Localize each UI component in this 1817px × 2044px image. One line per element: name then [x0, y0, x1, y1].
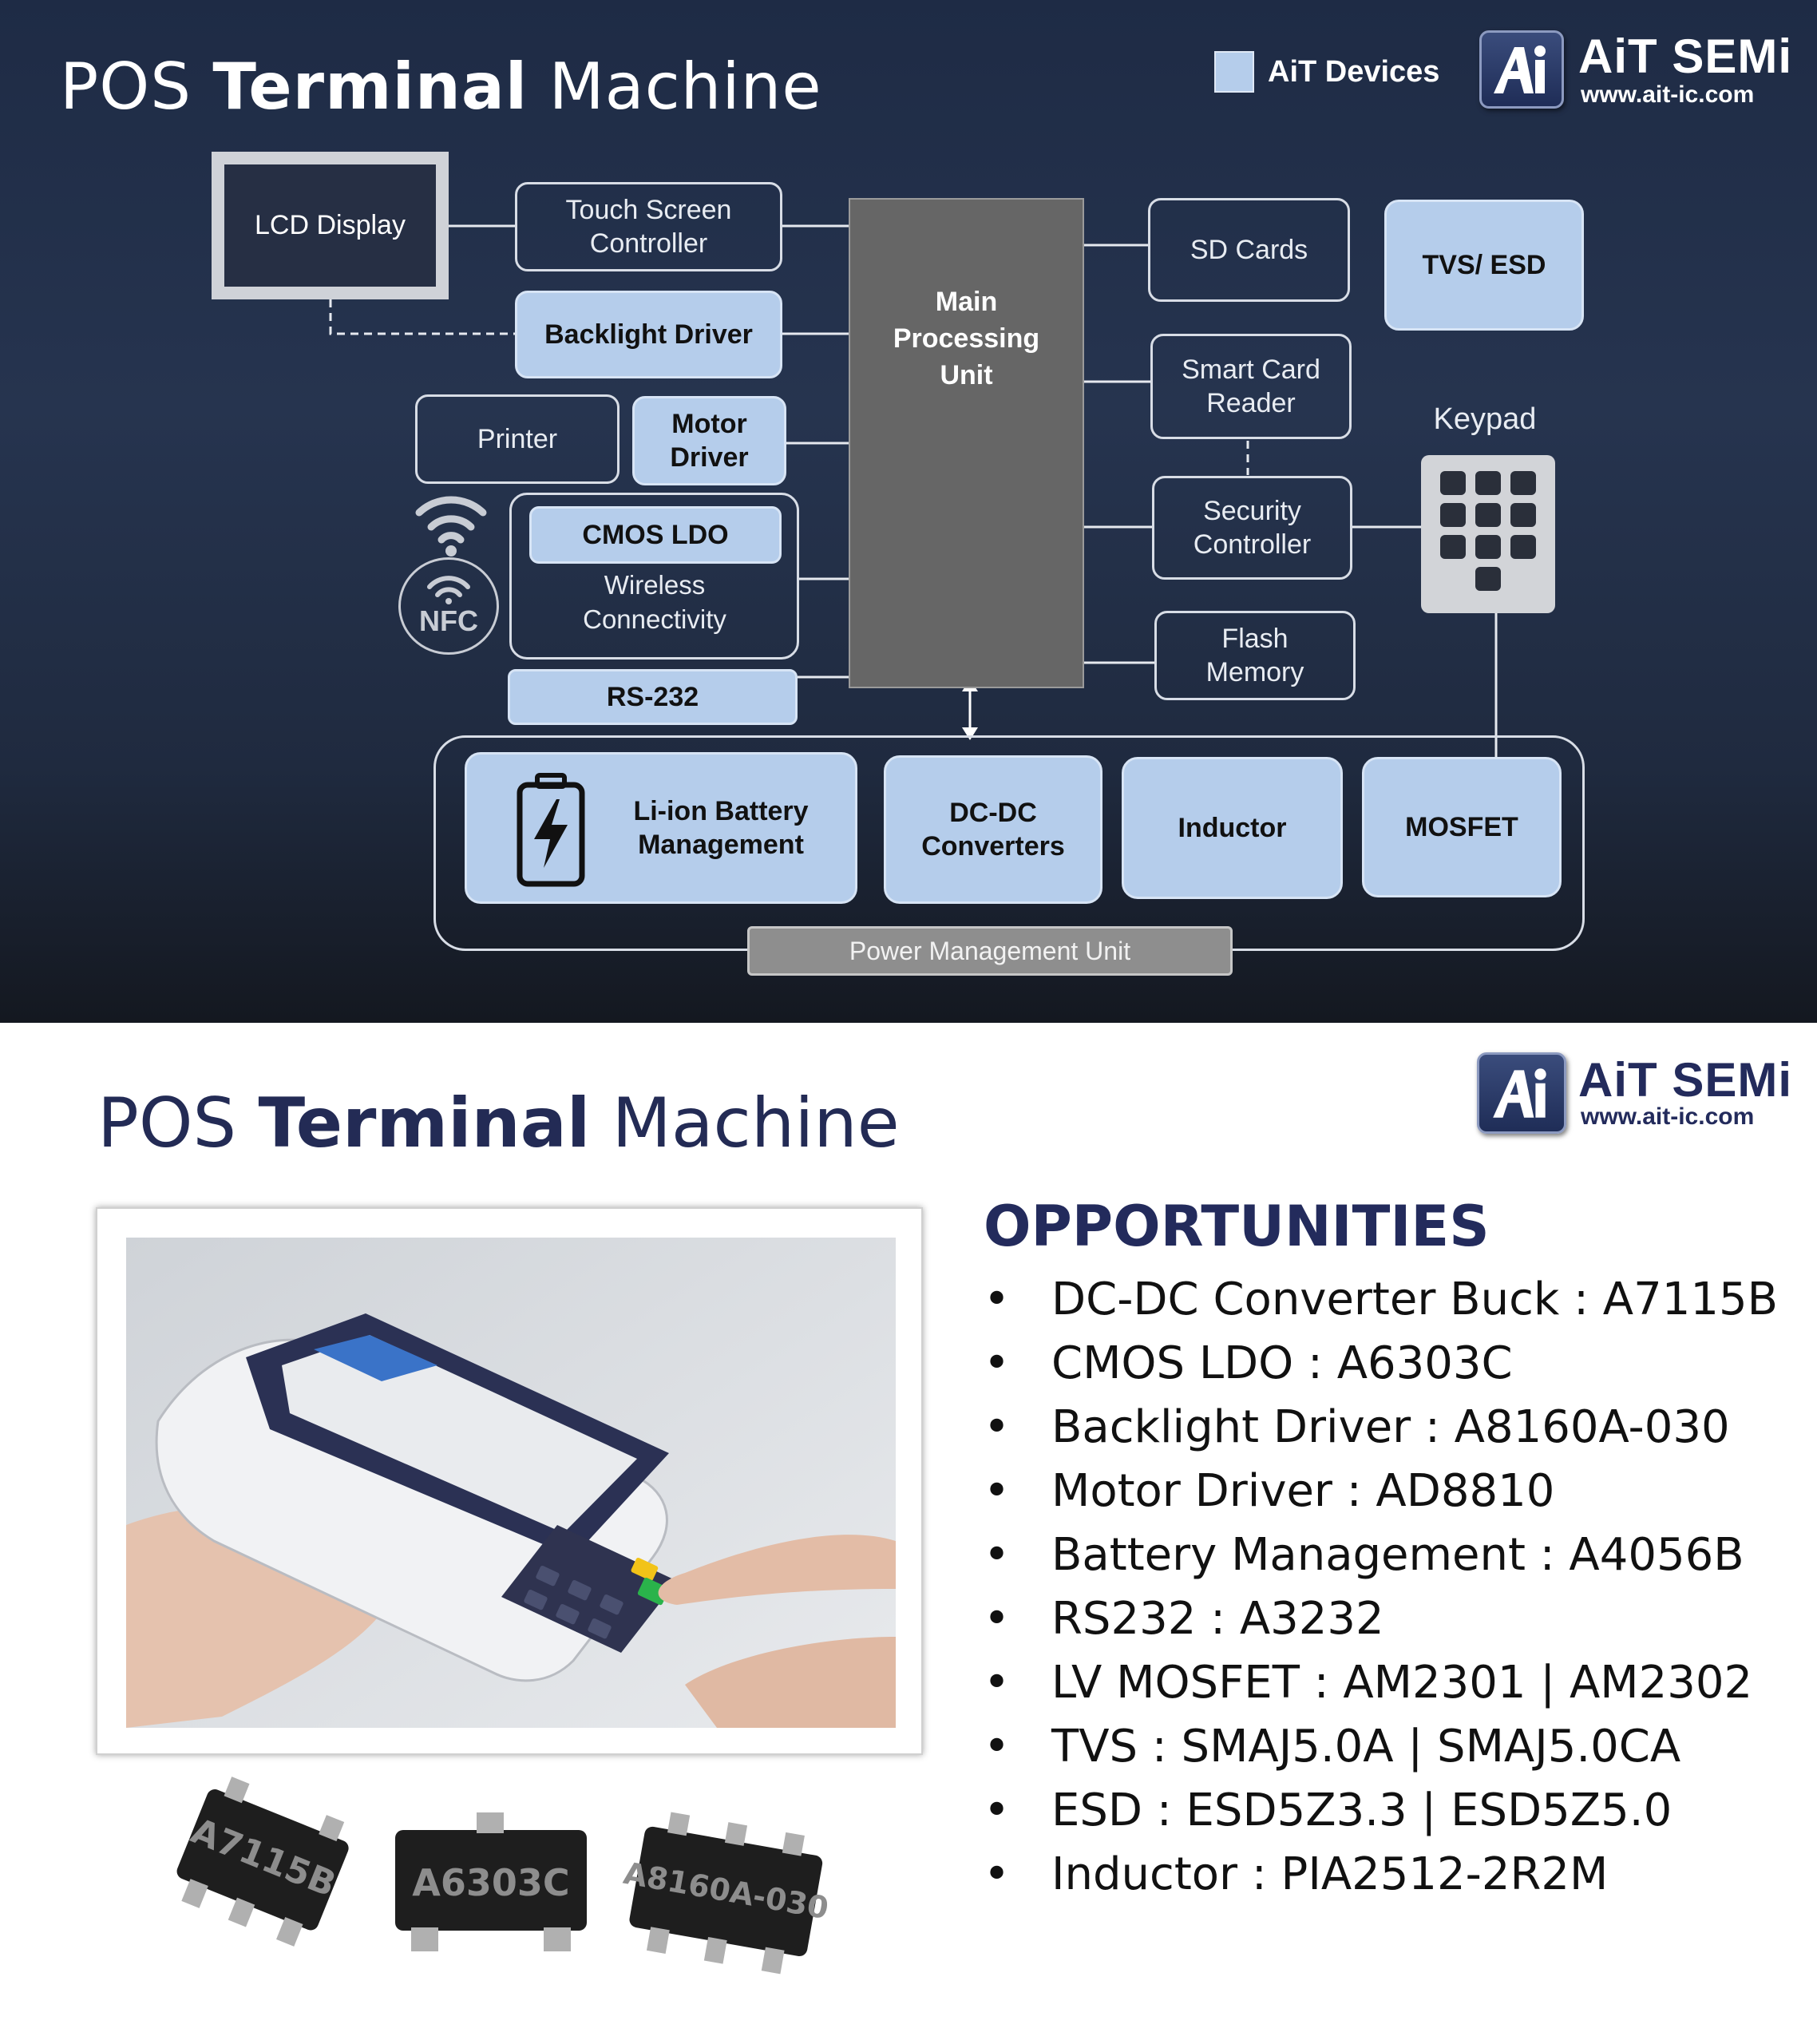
mosfet-label: MOSFET — [1405, 811, 1518, 842]
keypad-icon — [1421, 455, 1555, 613]
bottom-page-title: POS Terminal Machine — [97, 1083, 900, 1163]
dc-dc-converters-block: DC-DC Converters — [884, 755, 1102, 904]
tvs-esd-label: TVS/ ESD — [1422, 249, 1546, 280]
chip-a7115b: A7115B — [176, 1777, 349, 1947]
list-item: TVS : SMAJ5.0A | SMAJ5.0CA — [984, 1715, 1798, 1779]
smart-card-reader-block: Smart Card Reader — [1150, 334, 1352, 439]
wireless-connectivity-group — [509, 493, 799, 660]
ait-logo-mark-icon — [1494, 46, 1546, 93]
keypad-label: Keypad — [1433, 402, 1537, 436]
backlight-driver-block: Backlight Driver — [515, 291, 782, 378]
chip-a8160a-030: A8160A-030 — [621, 1812, 831, 1975]
pos-terminal-photo — [126, 1238, 896, 1728]
rs232-label: RS-232 — [606, 681, 699, 712]
cmos-ldo-block: CMOS LDO — [529, 506, 782, 564]
list-item: DC-DC Converter Buck : A7115B — [984, 1268, 1798, 1332]
touch-screen-controller-label: Touch Screen Controller — [565, 194, 732, 259]
block-diagram-panel: POS Terminal Machine AiT Devices AiT SEM… — [0, 0, 1817, 1023]
legend-label: AiT Devices — [1268, 55, 1440, 89]
inductor-block: Inductor — [1122, 757, 1343, 899]
connector-lines — [329, 224, 1498, 757]
list-item: LV MOSFET : AM2301 | AM2302 — [984, 1651, 1798, 1715]
keypad-keys-icon — [1440, 471, 1536, 591]
list-item: Battery Management : A4056B — [984, 1523, 1798, 1587]
pos-terminal-photo-frame — [96, 1207, 923, 1755]
inductor-label: Inductor — [1178, 812, 1287, 843]
printer-label: Printer — [477, 423, 558, 454]
opportunities-heading: OPPORTUNITIES — [984, 1194, 1490, 1259]
list-item: CMOS LDO : A6303C — [984, 1332, 1798, 1396]
mosfet-block: MOSFET — [1362, 757, 1562, 897]
lcd-display-block: LCD Display — [212, 152, 449, 299]
logo-url: www.ait-ic.com — [1581, 81, 1755, 108]
list-item: ESD : ESD5Z3.3 | ESD5Z5.0 — [984, 1779, 1798, 1843]
wireless-connectivity-label: Wireless Connectivity — [583, 570, 726, 634]
bottom-logo-name: AiT SEMi — [1578, 1053, 1793, 1107]
list-item: Motor Driver : AD8810 — [984, 1460, 1798, 1523]
touch-screen-controller-block: Touch Screen Controller — [515, 182, 782, 271]
ait-logo-icon — [1479, 30, 1564, 109]
battery-icon — [517, 773, 585, 887]
sd-cards-label: SD Cards — [1190, 234, 1308, 265]
backlight-driver-label: Backlight Driver — [544, 319, 753, 350]
lcd-display-label: LCD Display — [255, 210, 406, 240]
smart-card-reader-label: Smart Card Reader — [1182, 354, 1320, 419]
main-processing-unit-block: Main Processing Unit — [849, 198, 1084, 688]
main-processing-unit-label: Main Processing Unit — [893, 287, 1040, 390]
security-controller-block: Security Controller — [1152, 476, 1352, 580]
nfc-icon: NFC — [398, 557, 499, 655]
flash-memory-label: Flash Memory — [1205, 623, 1304, 688]
chip-a6303c-label: A6303C — [412, 1861, 569, 1904]
dc-dc-converters-label: DC-DC Converters — [921, 797, 1065, 862]
nfc-label: NFC — [419, 604, 478, 637]
legend-swatch — [1214, 51, 1254, 93]
security-controller-label: Security Controller — [1193, 495, 1312, 561]
bottom-ait-logo-icon — [1477, 1052, 1566, 1134]
logo-name: AiT SEMi — [1578, 30, 1793, 83]
wifi-icon — [415, 496, 487, 557]
chip-a6303c: A6303C — [395, 1812, 587, 1951]
motor-driver-label: Motor Driver — [670, 408, 749, 473]
cmos-ldo-label: CMOS LDO — [582, 519, 729, 550]
printer-block: Printer — [415, 394, 620, 484]
sd-cards-block: SD Cards — [1148, 198, 1350, 302]
opportunities-list: DC-DC Converter Buck : A7115B CMOS LDO :… — [984, 1268, 1798, 1907]
battery-management-block: Li-ion Battery Management — [465, 752, 857, 904]
battery-management-label: Li-ion Battery Management — [633, 795, 809, 861]
power-management-unit-label: Power Management Unit — [747, 926, 1233, 976]
tvs-esd-block: TVS/ ESD — [1384, 200, 1584, 331]
page-title: POS Terminal Machine — [60, 50, 822, 124]
flash-memory-block: Flash Memory — [1154, 611, 1356, 700]
bottom-ait-logo-mark-icon — [1493, 1068, 1546, 1118]
list-item: RS232 : A3232 — [984, 1587, 1798, 1651]
list-item: Backlight Driver : A8160A-030 — [984, 1396, 1798, 1460]
motor-driver-block: Motor Driver — [632, 396, 786, 485]
rs232-block: RS-232 — [508, 669, 798, 725]
nfc-wave-icon — [427, 576, 470, 604]
list-item: Inductor : PIA2512-2R2M — [984, 1843, 1798, 1907]
bottom-logo-url: www.ait-ic.com — [1581, 1103, 1755, 1130]
